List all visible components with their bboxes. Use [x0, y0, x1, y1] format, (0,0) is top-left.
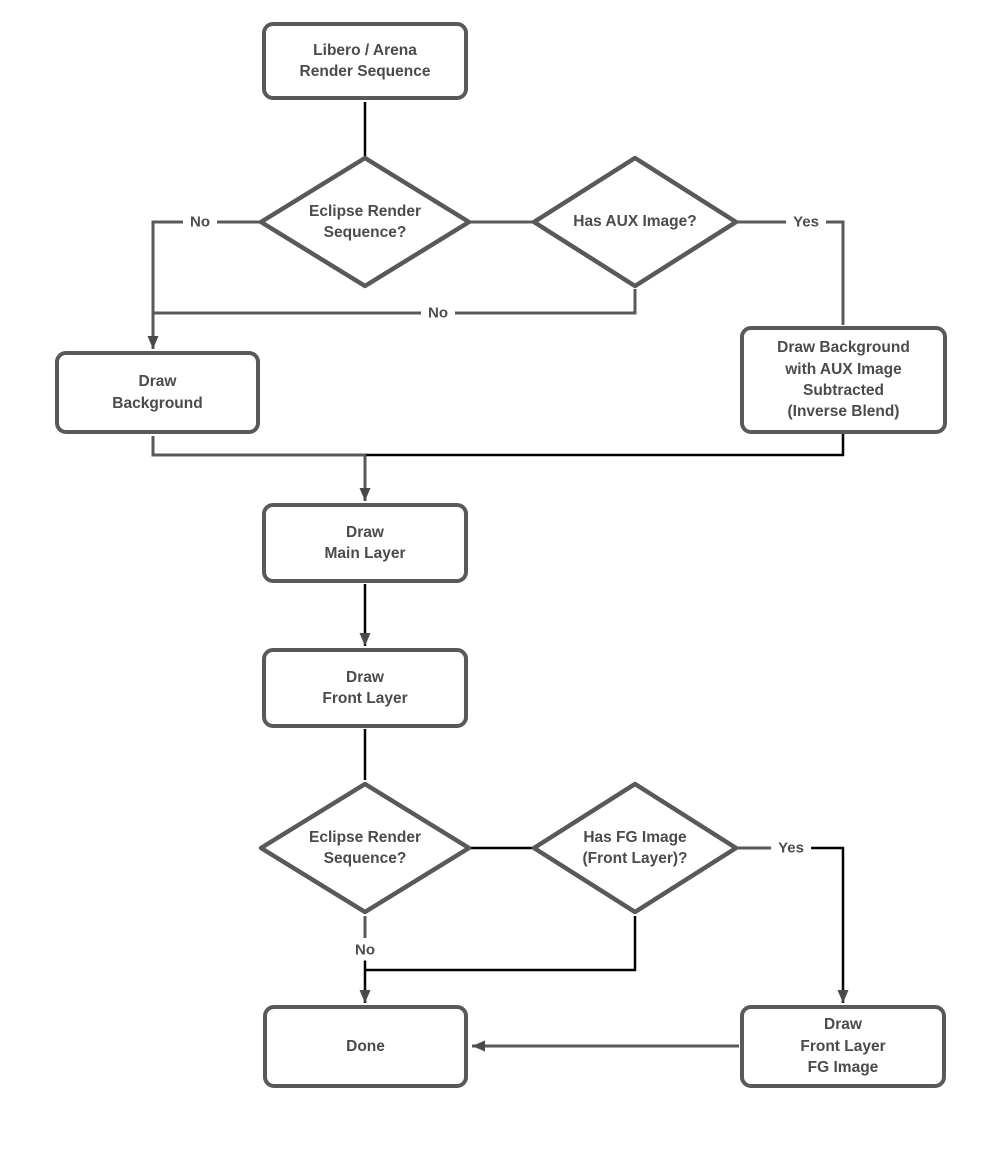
node-start: Libero / Arena Render Sequence [262, 22, 468, 100]
node-draw-main-layer-label: Draw Main Layer [324, 523, 406, 562]
node-draw-background: Draw Background [55, 351, 260, 434]
node-has-fg-image-label: Has FG Image (Front Layer)? [582, 828, 688, 867]
node-draw-front-layer-fg-image: Draw Front Layer FG Image [740, 1005, 946, 1088]
edge-label-eclipse2-no: No [348, 939, 382, 961]
node-draw-front-layer-fg-image-label: Draw Front Layer FG Image [800, 1016, 886, 1077]
edge-has-fg-no-to-done [365, 916, 637, 1003]
diamond-shape-icon [531, 155, 739, 289]
edge-has-aux-yes-to-aux-box [737, 220, 845, 325]
node-has-fg-image: Has FG Image (Front Layer)? [531, 781, 739, 915]
edge-has-fg-yes-to-fg-box [810, 846, 849, 1003]
node-draw-background-label: Draw Background [112, 373, 203, 412]
edge-aux-box-to-junction [366, 434, 845, 457]
node-eclipse-render-sequence-1: Eclipse Render Sequence? [258, 155, 472, 289]
node-has-aux-image-label: Has AUX Image? [573, 213, 697, 231]
node-has-aux-image: Has AUX Image? [531, 155, 739, 289]
diamond-shape-icon [258, 155, 472, 289]
diamond-shape-icon [531, 781, 739, 915]
node-draw-main-layer: Draw Main Layer [262, 503, 468, 583]
edge-label-has-aux-no: No [421, 302, 455, 324]
node-done: Done [263, 1005, 468, 1088]
node-eclipse-render-sequence-1-label: Eclipse Render Sequence? [309, 202, 421, 241]
edge-has-aux-no-to-junction [154, 289, 637, 315]
node-draw-background-aux-subtracted-label: Draw Background with AUX Image Subtracte… [777, 339, 910, 421]
node-done-label: Done [346, 1037, 385, 1055]
node-draw-front-layer: Draw Front Layer [262, 648, 468, 728]
node-draw-background-aux-subtracted: Draw Background with AUX Image Subtracte… [740, 326, 947, 434]
diamond-shape-icon [258, 781, 472, 915]
edge-label-has-fg-yes: Yes [771, 837, 811, 859]
node-eclipse-render-sequence-2-label: Eclipse Render Sequence? [309, 828, 421, 867]
node-draw-front-layer-label: Draw Front Layer [322, 668, 408, 707]
edge-label-has-aux-yes: Yes [786, 211, 826, 233]
node-eclipse-render-sequence-2: Eclipse Render Sequence? [258, 781, 472, 915]
edge-eclipse1-no-to-draw-background [147, 220, 262, 349]
edge-draw-background-to-main-layer [151, 436, 371, 501]
edge-label-eclipse1-no: No [183, 211, 217, 233]
node-start-label: Libero / Arena Render Sequence [299, 41, 431, 80]
